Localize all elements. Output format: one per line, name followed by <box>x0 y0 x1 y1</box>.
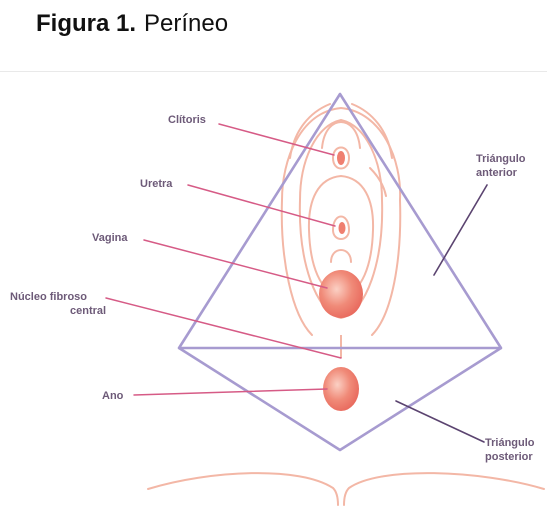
tri-anterior-leader <box>434 185 487 275</box>
label-triangulo-anterior-2: anterior <box>476 167 518 179</box>
ano-leader <box>134 389 327 395</box>
organs <box>319 151 363 411</box>
anus-shape <box>323 367 359 411</box>
label-ano: Ano <box>102 390 124 402</box>
left-side-fold <box>370 168 386 196</box>
right-gluteal-curve <box>344 473 544 505</box>
gluteal-contours <box>148 473 544 505</box>
label-triangulo-anterior-1: Triángulo <box>476 153 526 165</box>
label-vagina: Vagina <box>92 232 128 244</box>
urethra-shape <box>339 222 346 234</box>
tri-posterior-leader <box>396 401 484 442</box>
label-nucleo-central: central <box>70 305 106 317</box>
label-triangulo-posterior-2: posterior <box>485 451 533 463</box>
vagina-shape <box>319 270 363 318</box>
vagina-leader <box>144 240 327 288</box>
label-nucleo-fibroso: Núcleo fibroso <box>10 291 87 303</box>
label-triangulo-posterior-1: Triángulo <box>485 437 535 449</box>
left-gluteal-curve <box>148 473 338 505</box>
labels: Clítoris Uretra Vagina Núcleo fibroso ce… <box>10 114 535 463</box>
label-uretra: Uretra <box>140 178 173 190</box>
clitoris-shape <box>337 151 345 165</box>
vaginal-introitus <box>331 250 351 262</box>
label-clitoris: Clítoris <box>168 114 206 126</box>
